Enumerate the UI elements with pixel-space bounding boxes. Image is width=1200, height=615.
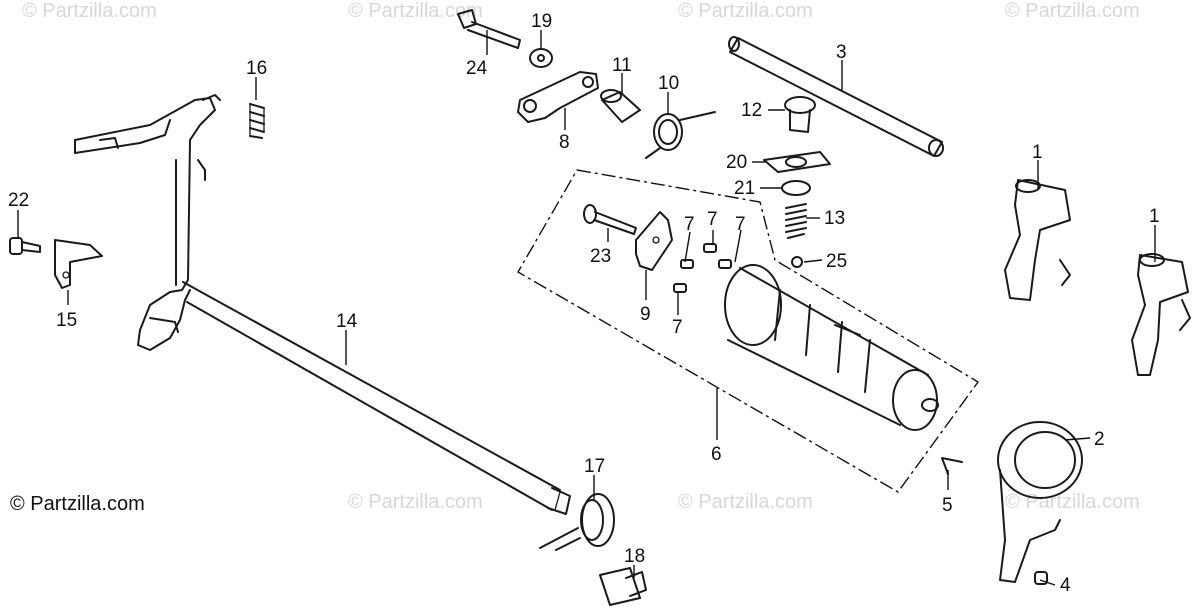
watermark: © Partzilla.com (678, 0, 813, 22)
callout-25: 25 (826, 251, 847, 272)
part-16-spring (249, 103, 265, 139)
callout-18: 18 (624, 546, 645, 567)
part-7-pins (673, 243, 732, 293)
watermark: © Partzilla.com (678, 491, 813, 513)
watermark: © Partzilla.com (1005, 0, 1140, 22)
callout-7: 7 (707, 209, 718, 230)
callout-8: 8 (559, 132, 570, 153)
callout-labels: 1 1 2 3 4 5 6 7 7 7 7 8 9 10 11 12 13 14… (8, 11, 1160, 596)
part-3-fork-shaft (728, 36, 944, 157)
part-1-shift-fork-lower (1131, 253, 1191, 376)
callout-23: 23 (590, 246, 611, 267)
callout-21: 21 (734, 178, 755, 199)
callout-14: 14 (336, 311, 358, 332)
leader-lines (17, 30, 1156, 586)
part-11-collar (600, 89, 641, 123)
part-8-stopper-arm (517, 71, 599, 123)
part-4-pin (1034, 571, 1048, 585)
callout-9: 9 (640, 304, 651, 325)
callout-7: 7 (735, 214, 746, 235)
part-18-bolt (599, 567, 647, 606)
callout-6: 6 (711, 444, 722, 465)
callout-1: 1 (1032, 142, 1043, 163)
part-23-screw (583, 204, 637, 235)
part-6-drum-outline (517, 169, 980, 493)
callout-24: 24 (466, 58, 488, 79)
part-2-shift-fork-center (997, 421, 1083, 583)
callout-1: 1 (1149, 206, 1160, 227)
part-12-bolt (784, 96, 816, 133)
part-19-washer (529, 48, 553, 68)
callout-5: 5 (942, 495, 953, 516)
callout-17: 17 (584, 456, 605, 477)
part-1-shift-fork-upper (1004, 179, 1071, 301)
callout-19: 19 (531, 11, 552, 32)
callout-7: 7 (672, 317, 683, 338)
callout-11: 11 (612, 55, 632, 76)
callout-16: 16 (246, 58, 267, 79)
watermark: © Partzilla.com (348, 0, 483, 22)
callout-7: 7 (684, 214, 695, 235)
part-13-spring (785, 203, 807, 239)
callout-10: 10 (658, 73, 679, 94)
part-22-bolt (9, 237, 41, 255)
watermark: © Partzilla.com (348, 491, 483, 513)
watermark: © Partzilla.com (1005, 491, 1140, 513)
callout-13: 13 (824, 208, 845, 229)
part-14-gearshift-spindle (74, 94, 571, 515)
callout-22: 22 (8, 190, 29, 211)
part-20-washer (763, 151, 831, 173)
part-15-plate (54, 239, 103, 289)
callout-3: 3 (836, 42, 847, 63)
watermark: © Partzilla.com (22, 0, 157, 22)
callout-15: 15 (56, 310, 77, 331)
callout-4: 4 (1060, 575, 1071, 596)
callout-2: 2 (1094, 429, 1105, 450)
part-24-bolt (457, 9, 521, 49)
part-5-clip (941, 457, 963, 475)
part-25-ball (791, 256, 803, 268)
callout-20: 20 (726, 152, 747, 173)
part-10-spring (645, 111, 716, 159)
part-9-pin-plate (635, 211, 673, 271)
part-17-return-spring (539, 493, 615, 551)
callout-12: 12 (741, 100, 762, 121)
part-6-shift-drum (724, 264, 939, 431)
part-21-o-ring (781, 180, 811, 196)
copyright-text: © Partzilla.com (10, 493, 145, 515)
